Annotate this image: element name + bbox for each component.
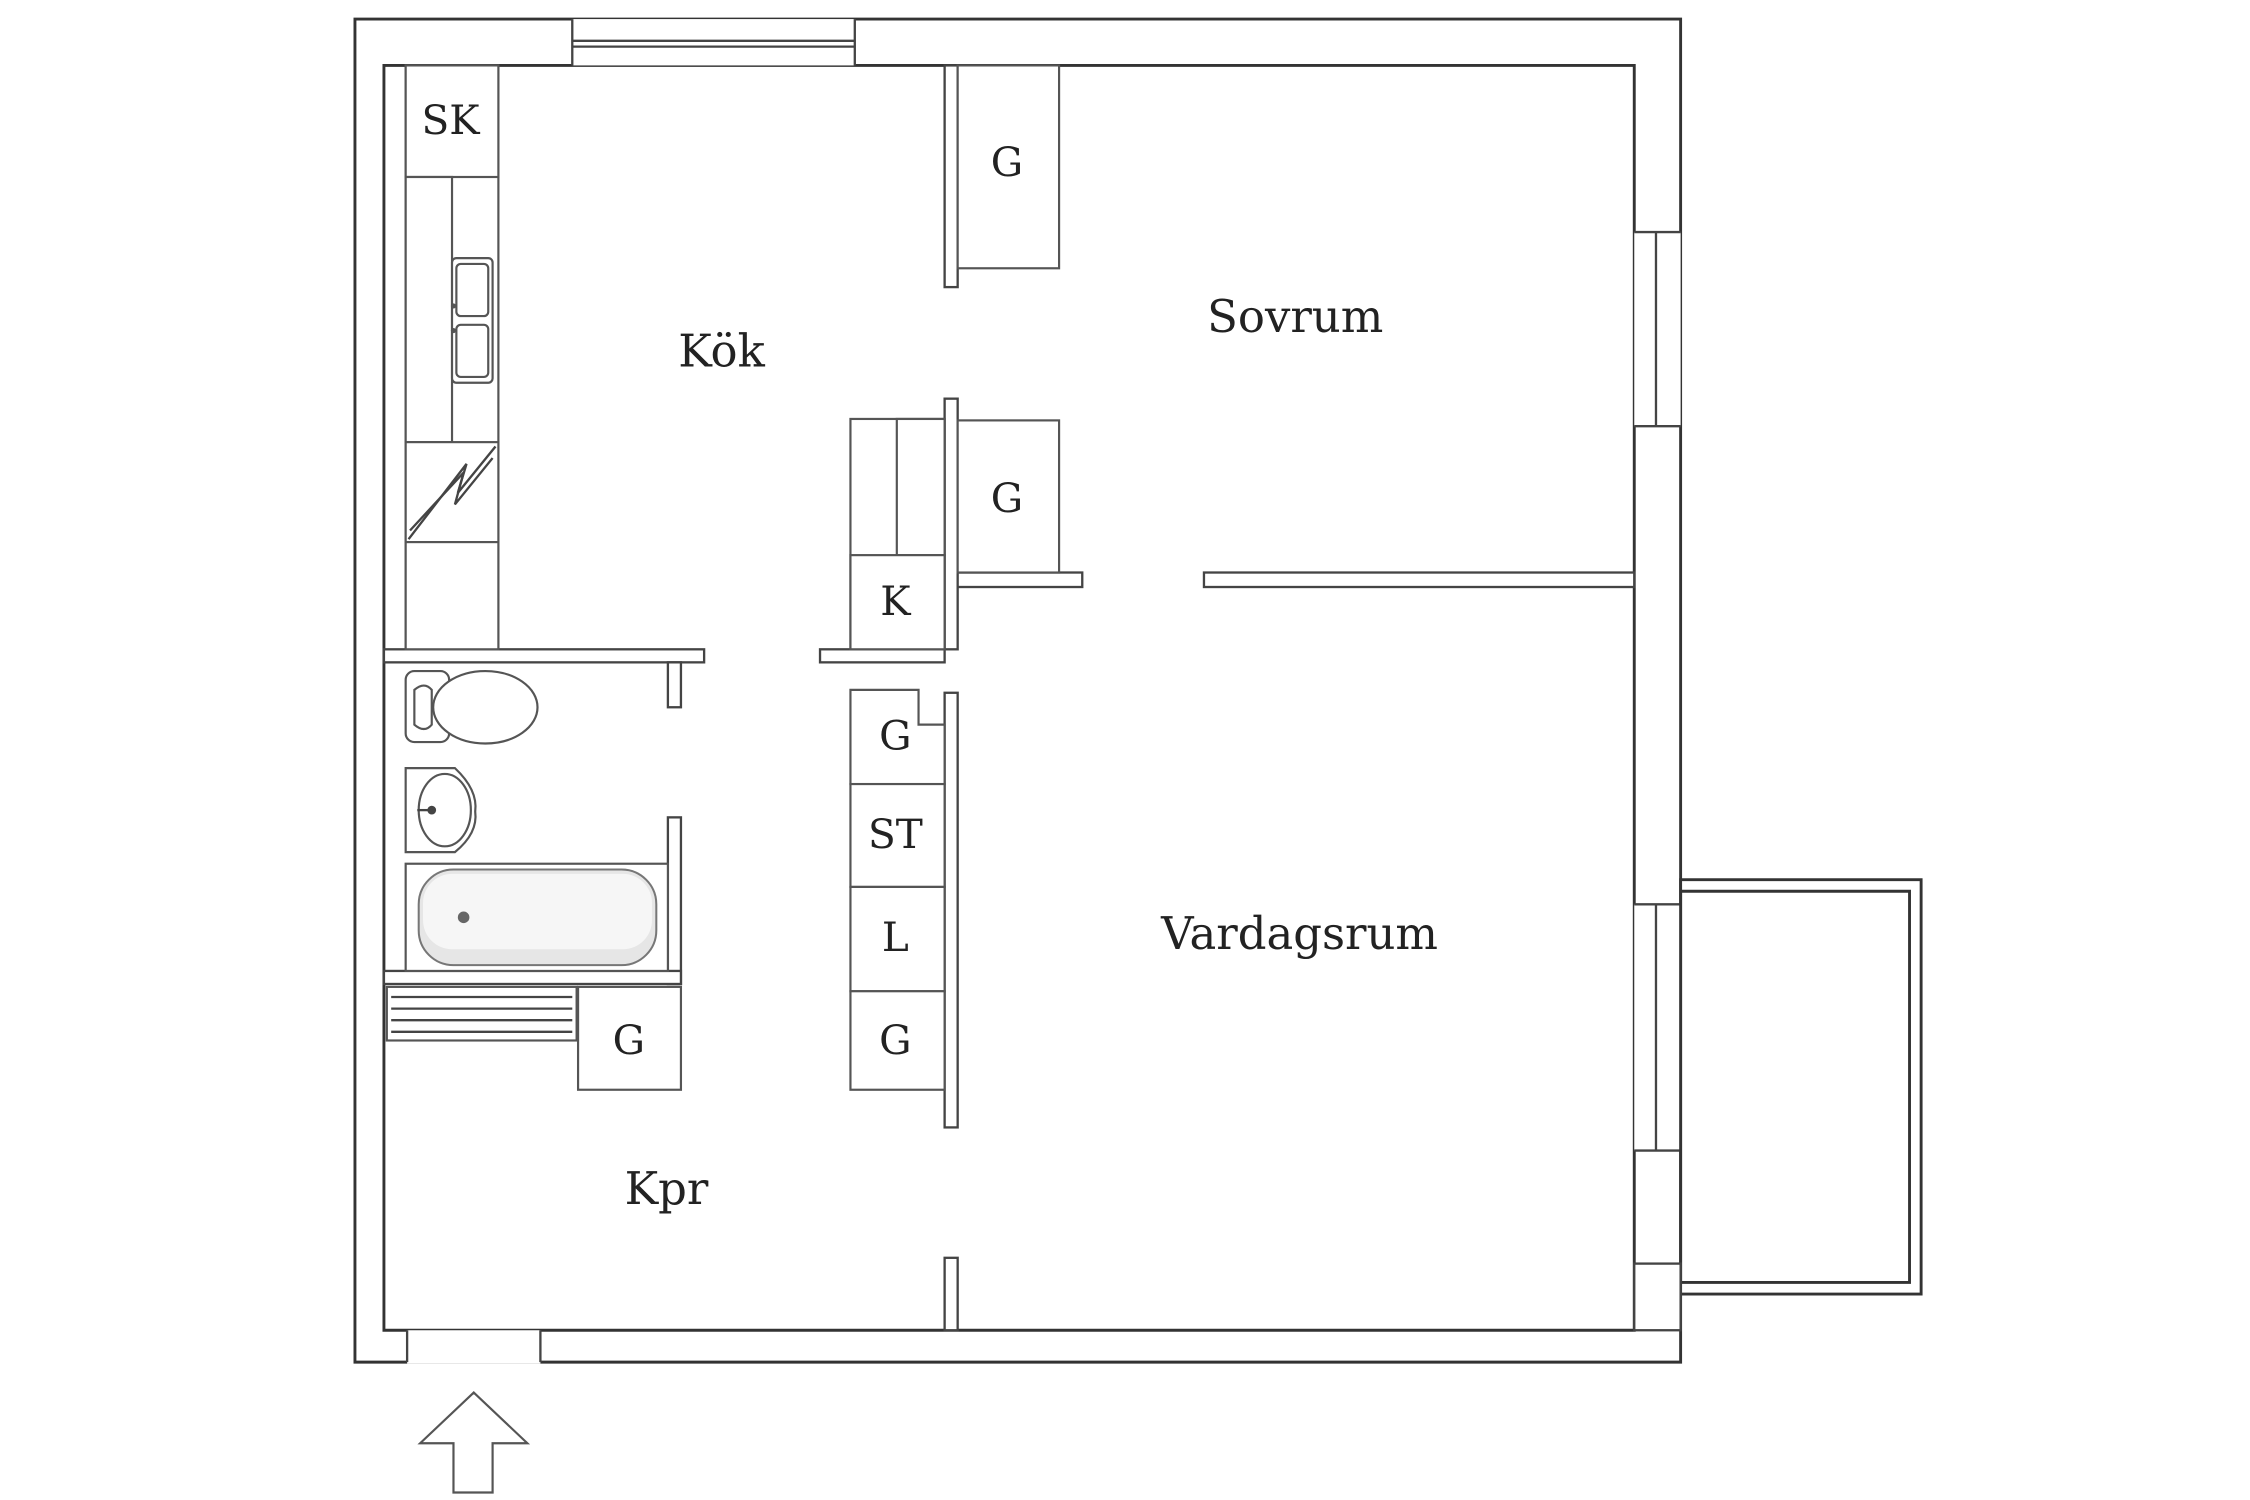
wall-hall-living	[943, 691, 959, 1129]
counter-end	[404, 541, 500, 651]
stove-icon	[404, 441, 500, 544]
bathtub-icon	[404, 862, 669, 973]
counter-front	[404, 175, 454, 444]
balcony	[1679, 878, 1923, 1296]
wall-bedroom-living-left	[956, 571, 1084, 589]
wall-kitchen-bedroom-lower	[943, 397, 959, 651]
label-g-bedroom-mid: G	[991, 474, 1023, 522]
label-g-bath: G	[613, 1016, 645, 1064]
closet-k	[849, 554, 946, 651]
wall-corridor-stub	[818, 648, 946, 664]
label-l: L	[882, 913, 909, 961]
wall-bath-stub	[666, 661, 683, 709]
wall-kitchen-bedroom-upper	[943, 64, 959, 289]
wall-hall-living-bottom	[943, 1256, 959, 1332]
window-bedroom	[1634, 232, 1681, 427]
closet-st	[849, 782, 946, 888]
label-corridor: Kpr	[625, 1162, 709, 1215]
closet-g-hall-2	[849, 990, 946, 1091]
wall-bedroom-living-right	[1202, 571, 1636, 589]
window-top	[572, 19, 855, 66]
wardrobe-bedroom-top	[956, 64, 1061, 270]
toilet-icon	[404, 669, 539, 745]
closet-l	[849, 885, 946, 993]
label-sk: SK	[422, 96, 481, 144]
fridge	[895, 417, 946, 557]
towel-rail	[385, 985, 578, 1042]
closet-g-bath	[576, 985, 683, 1091]
label-g-hall-2: G	[879, 1016, 911, 1064]
label-living-room: Vardagsrum	[1160, 907, 1438, 960]
washbasin-icon	[404, 767, 477, 854]
wall-bath-bottom	[382, 969, 683, 986]
label-g-hall-1: G	[879, 712, 911, 760]
label-k: K	[880, 577, 911, 625]
entrance-arrow-icon	[417, 1391, 531, 1494]
closet-sk	[404, 64, 500, 179]
label-g-bedroom-top: G	[991, 138, 1023, 186]
wall-bath-right	[666, 816, 683, 986]
wall-kitchen-bottom	[382, 648, 706, 664]
window-living	[1634, 904, 1681, 1151]
sink-icon	[450, 257, 494, 384]
label-kitchen: Kök	[678, 325, 765, 378]
entrance-door-gap	[407, 1330, 541, 1364]
wardrobe-bedroom-mid	[956, 419, 1061, 574]
label-bedroom: Sovrum	[1207, 290, 1383, 343]
label-st: ST	[868, 810, 923, 858]
wall-living-bottom-stub	[1633, 1262, 1682, 1332]
